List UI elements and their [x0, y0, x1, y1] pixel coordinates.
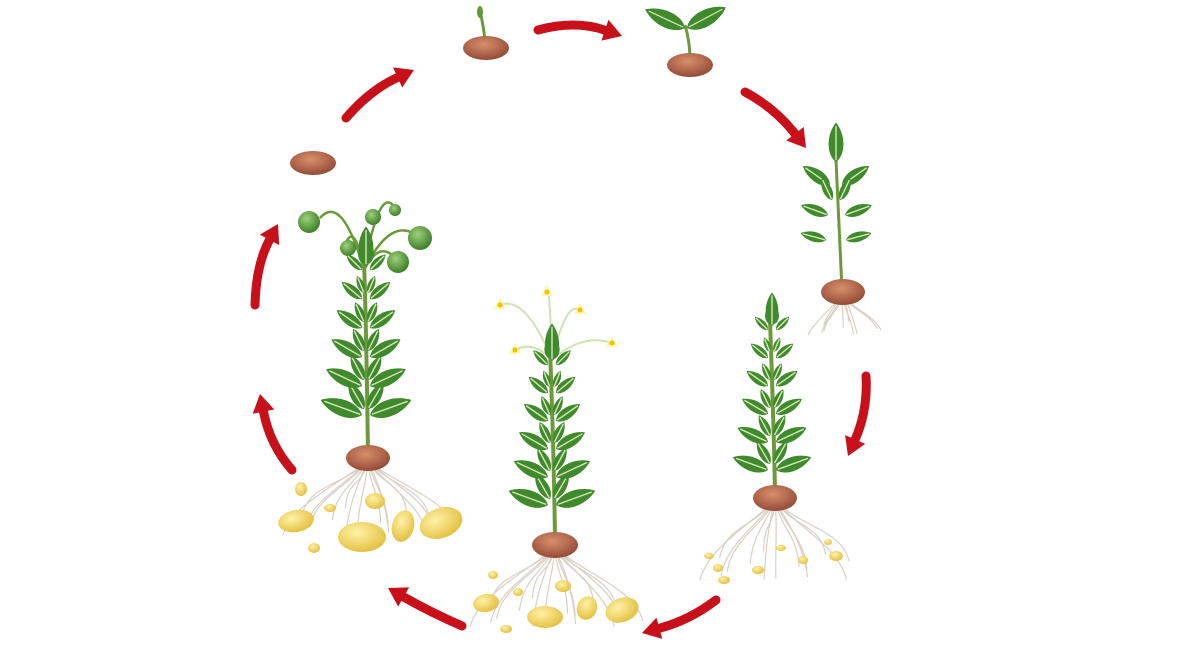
cycle-arrow-5: [388, 587, 467, 631]
flowering-plant-icon: [469, 285, 644, 633]
seed-potato-icon: [290, 151, 336, 175]
cycle-arrow-4: [642, 595, 721, 639]
cycle-arrow-7: [250, 224, 280, 310]
cycle-arrow-6: [252, 394, 297, 475]
cycle-arrow-1: [533, 19, 622, 41]
sprouting-potato-icon: [463, 6, 509, 60]
seedling-icon: [641, 0, 730, 77]
fruiting-plant-icon: [278, 201, 463, 553]
cycle-arrow-8: [341, 67, 414, 123]
tuber-initiation-plant-icon: [699, 292, 850, 584]
cycle-arrow-2: [740, 87, 806, 148]
cycle-arrows: [250, 19, 871, 639]
young-plant-icon: [799, 122, 882, 336]
cycle-arrow-3: [845, 371, 871, 456]
